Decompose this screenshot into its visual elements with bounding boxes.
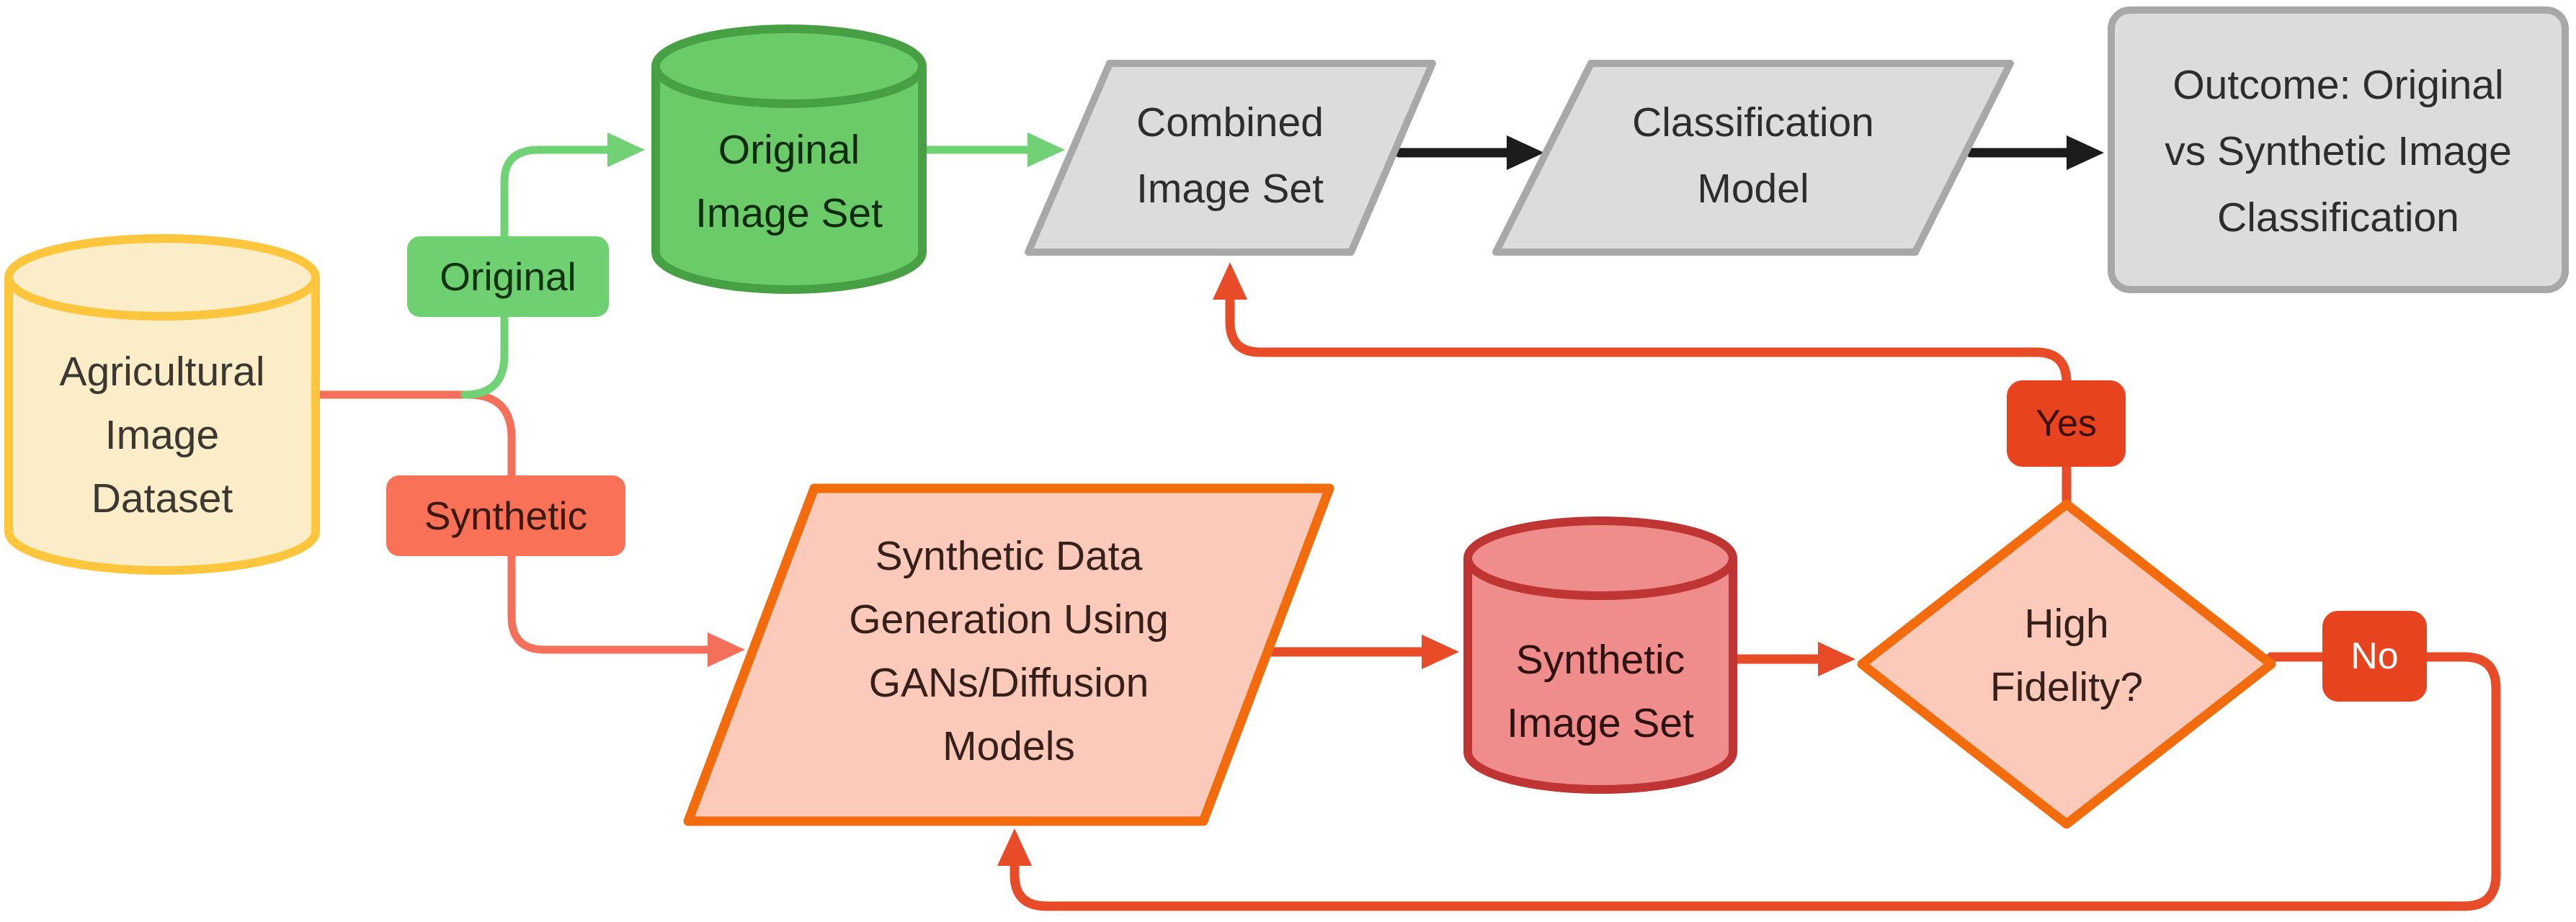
- synthetic-branch-label-box: [386, 475, 625, 556]
- fidelity-decision-shape: [1857, 499, 2276, 829]
- combined-set-shape: [1025, 60, 1436, 256]
- original-branch-label-box: [407, 236, 609, 317]
- dataset-cylinder-top: [4, 234, 320, 321]
- dataset-cylinder-body-fill: [9, 277, 316, 570]
- original-set-cylinder: [651, 24, 927, 294]
- synthetic-set-cylinder: [1463, 516, 1737, 794]
- edge-dataset-to-originalset: [460, 133, 645, 399]
- original-set-cylinder-body-stroke: [651, 66, 927, 294]
- no-label-box: [2322, 611, 2427, 702]
- synthetic-set-cylinder-top: [1463, 516, 1737, 600]
- dataset-cylinder-body-stroke: [4, 277, 320, 575]
- classification-model-shape: [1492, 60, 2014, 256]
- original-set-cylinder-top: [651, 24, 927, 108]
- edge-no-loop-to-syngen: [997, 652, 2501, 911]
- yes-label-box: [2007, 380, 2126, 467]
- synthetic-generation-shape: [683, 483, 1334, 826]
- outcome-shape: [2108, 6, 2569, 293]
- edge-dataset-to-syngen: [311, 390, 745, 667]
- original-set-cylinder-body-fill: [656, 66, 922, 290]
- dataset-cylinder: [4, 234, 320, 575]
- edge-yes-feedback-to-combined: [1213, 262, 2072, 511]
- synthetic-set-cylinder-body-stroke: [1463, 558, 1737, 794]
- synthetic-set-cylinder-body-fill: [1468, 558, 1733, 789]
